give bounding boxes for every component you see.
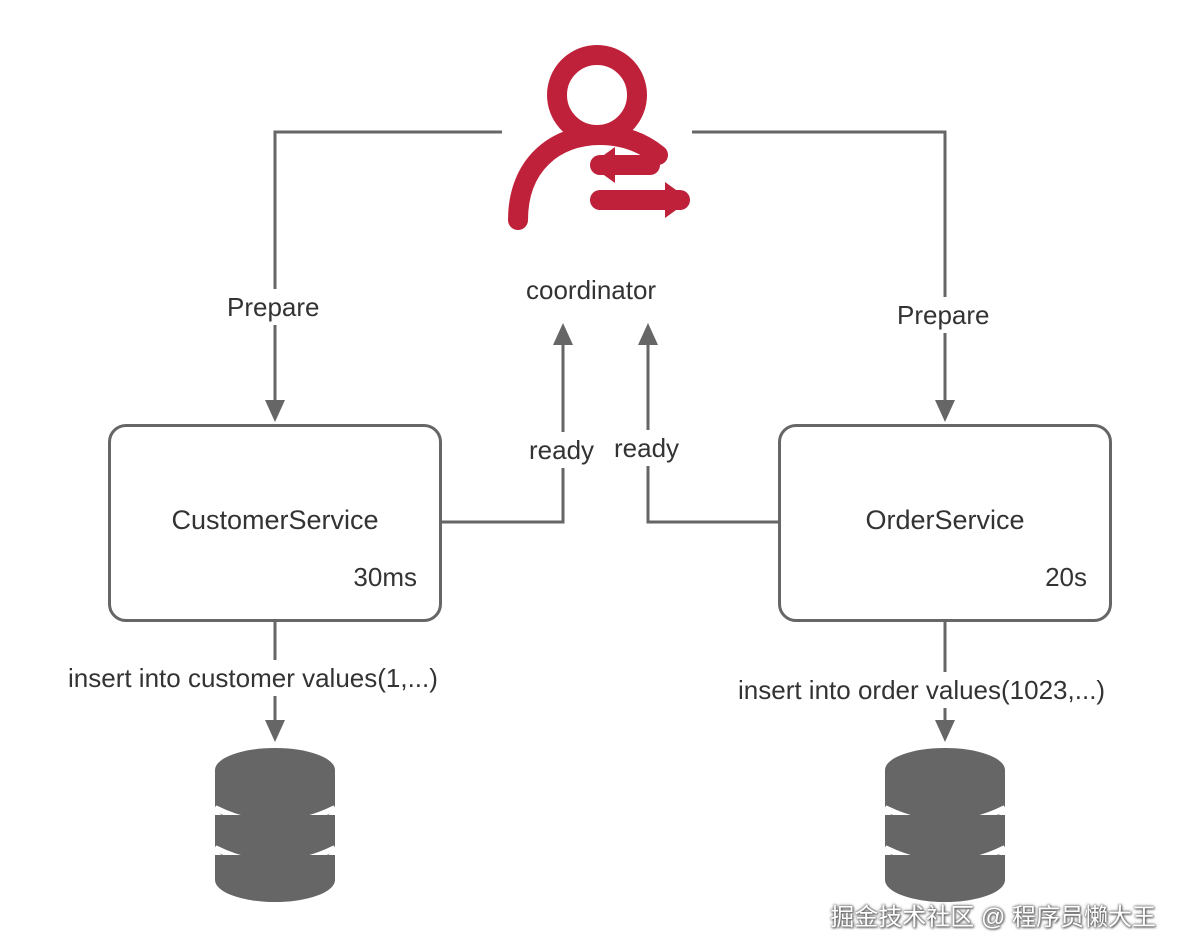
order-service-latency: 20s [1045,562,1087,592]
exchange-arrows-icon [590,147,690,218]
customer-service-title: CustomerService [171,505,379,535]
ready-left-label: ready [529,432,595,468]
insert-right-arrowhead [935,720,955,742]
prepare-left-arrowhead [265,400,285,422]
order-service-box: OrderService 20s [778,424,1112,622]
prepare-left-connector [273,130,502,412]
prepare-right-connector [692,130,947,412]
customer-service-latency: 30ms [353,562,417,592]
coordinator-label: coordinator [526,274,657,306]
ready-left-connector [440,335,565,524]
insert-right-label: insert into order values(1023,...) [738,672,1106,708]
order-service-title: OrderService [865,505,1025,535]
customer-service-box: CustomerService 30ms [108,424,442,622]
insert-left-arrowhead [265,720,285,742]
database-icon [883,748,1007,902]
prepare-left-label: Prepare [227,289,320,325]
watermark: 掘金技术社区 @ 程序员懒大王 [830,904,1156,931]
ready-right-label: ready [614,430,680,466]
prepare-right-label: Prepare [897,297,990,333]
user-exchange-icon [508,45,690,230]
database-icon [213,748,337,902]
insert-left-label: insert into customer values(1,...) [68,660,438,696]
ready-right-arrowhead [638,323,658,345]
ready-right-connector [646,335,780,524]
prepare-right-arrowhead [935,400,955,422]
ready-left-arrowhead [553,323,573,345]
